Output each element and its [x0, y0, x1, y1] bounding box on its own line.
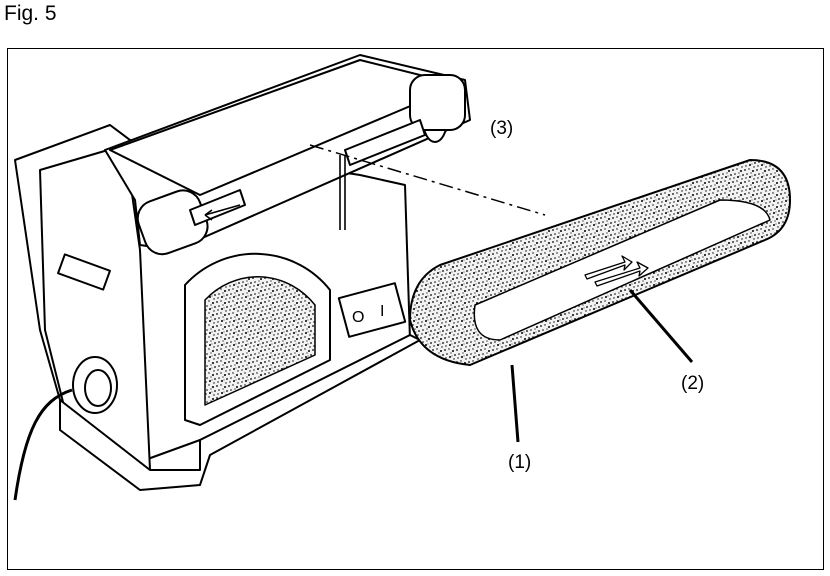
power-cord [13, 388, 73, 501]
switch-panel [337, 282, 407, 338]
switch-on-symbol: I [380, 303, 384, 320]
leader-line-1 [510, 364, 520, 443]
belt-guide [344, 119, 426, 166]
sanding-belt [409, 159, 791, 366]
vent-slot [57, 253, 111, 291]
figure-title: Fig. 5 [4, 2, 57, 25]
direction-arrows [584, 255, 649, 287]
figure-frame [7, 48, 824, 570]
callout-3: (3) [490, 118, 514, 139]
leader-line-2 [628, 289, 694, 363]
belt-inner [473, 199, 771, 341]
callout-1: (1) [508, 452, 532, 473]
sanding-disc [204, 276, 316, 406]
switch-off-symbol: O [352, 309, 364, 326]
callout-2: (2) [681, 373, 705, 394]
alignment-line [309, 144, 546, 216]
machine-direction-arrow [204, 204, 241, 221]
sander-machine [13, 54, 471, 501]
